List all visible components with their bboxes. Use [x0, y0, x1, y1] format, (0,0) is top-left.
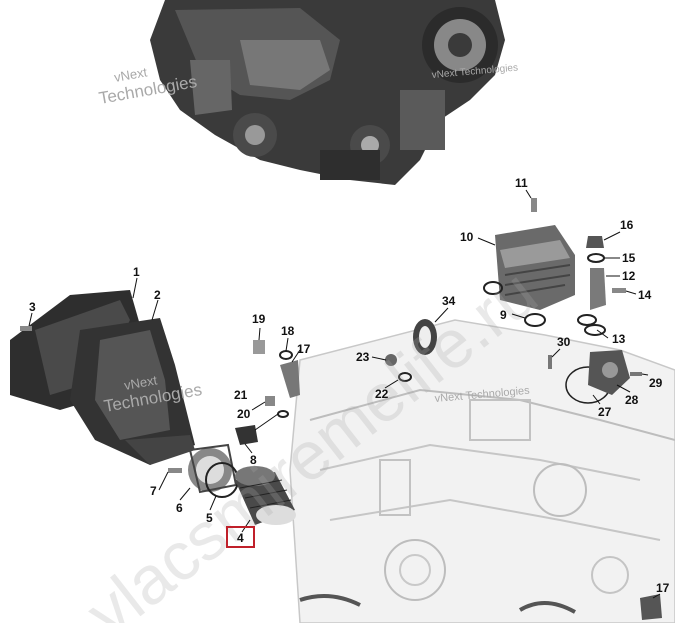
- svg-text:vNext: vNext: [123, 372, 159, 393]
- callout-17a[interactable]: 17: [297, 342, 311, 356]
- bolt-11[interactable]: [531, 198, 537, 212]
- callout-18[interactable]: 18: [281, 324, 295, 338]
- callout-34[interactable]: 34: [442, 294, 456, 308]
- callout-28[interactable]: 28: [625, 393, 639, 407]
- plug-23[interactable]: [385, 354, 397, 366]
- callout-14[interactable]: 14: [638, 288, 652, 302]
- o-ring-22[interactable]: [398, 372, 412, 382]
- sensor-8[interactable]: [235, 425, 258, 445]
- bolt-3[interactable]: [20, 326, 32, 331]
- callout-22[interactable]: 22: [375, 387, 389, 401]
- callout-23[interactable]: 23: [356, 350, 370, 364]
- oil-cooler[interactable]: [495, 225, 575, 310]
- callout-10[interactable]: 10: [460, 230, 474, 244]
- plug-21[interactable]: [265, 396, 275, 406]
- o-ring-18[interactable]: [279, 350, 293, 360]
- o-ring-13b[interactable]: [584, 324, 606, 336]
- fitting-19[interactable]: [253, 340, 265, 354]
- callout-4-highlight-box: [226, 526, 255, 548]
- callout-3[interactable]: 3: [29, 300, 36, 314]
- fitting-17[interactable]: [280, 360, 300, 398]
- callout-2[interactable]: 2: [154, 288, 161, 302]
- callout-29[interactable]: 29: [649, 376, 663, 390]
- bolt-7[interactable]: [168, 468, 182, 473]
- bolt-14[interactable]: [612, 288, 626, 293]
- callout-7[interactable]: 7: [150, 484, 157, 498]
- o-ring-20[interactable]: [277, 410, 289, 418]
- leader-lines: [28, 189, 661, 599]
- oil-pump-housing[interactable]: [10, 290, 195, 465]
- callout-15[interactable]: 15: [622, 251, 636, 265]
- callout-20[interactable]: 20: [237, 407, 251, 421]
- callout-11[interactable]: 11: [515, 176, 528, 190]
- fitting-17b[interactable]: [640, 594, 662, 620]
- oil-filter-4[interactable]: [235, 466, 296, 525]
- callout-16[interactable]: 16: [620, 218, 634, 232]
- callout-27[interactable]: 27: [598, 405, 612, 419]
- callout-9[interactable]: 9: [500, 308, 507, 322]
- callout-8[interactable]: 8: [250, 453, 257, 467]
- callout-13[interactable]: 13: [612, 332, 626, 346]
- o-ring-15[interactable]: [587, 253, 605, 263]
- o-ring-13a[interactable]: [577, 314, 597, 326]
- engine-assembly-top: [150, 0, 505, 185]
- callout-4[interactable]: 4: [237, 531, 244, 545]
- o-ring-9[interactable]: [483, 281, 503, 295]
- callout-6[interactable]: 6: [176, 501, 183, 515]
- svg-text:vNext: vNext: [113, 64, 149, 85]
- callout-19[interactable]: 19: [252, 312, 266, 326]
- engine-block-lower: [289, 319, 675, 623]
- fitting-12[interactable]: [590, 268, 606, 310]
- callout-30[interactable]: 30: [557, 335, 571, 349]
- callout-17b[interactable]: 17: [656, 581, 670, 595]
- callout-21[interactable]: 21: [234, 388, 248, 402]
- callouts: 1 2 3 4 5 6 7 8 9 10 11 12 13 14 15 16 1…: [29, 176, 670, 595]
- o-ring-9b[interactable]: [524, 313, 546, 327]
- callout-12[interactable]: 12: [622, 269, 636, 283]
- bolt-29[interactable]: [630, 372, 642, 376]
- plug-16[interactable]: [586, 236, 604, 248]
- callout-5[interactable]: 5: [206, 511, 213, 525]
- dowel-30[interactable]: [548, 355, 552, 369]
- callout-1[interactable]: 1: [133, 265, 140, 279]
